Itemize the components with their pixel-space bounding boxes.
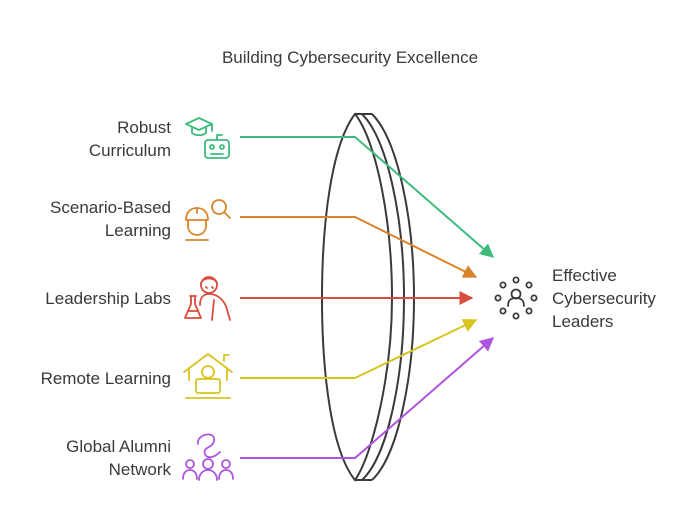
connector-arrow-scenario-based-learning [240, 216, 478, 278]
connector-arrow-robust-curriculum [240, 136, 495, 258]
connector-arrow-global-alumni-network [240, 337, 495, 459]
label-line: Global Alumni [66, 437, 171, 456]
lens-edge [355, 113, 362, 481]
graduation-robot-icon [185, 117, 230, 159]
label-line: Network [108, 460, 171, 479]
outcome-label: Effective Cybersecurity Leaders [552, 264, 656, 333]
label-line: Robust [117, 118, 171, 137]
label-line: Effective [552, 266, 617, 285]
lens-edge [362, 113, 372, 481]
input-label-leadership-labs: Leadership Labs [45, 287, 171, 310]
scientist-flask-icon [184, 276, 231, 321]
label-line: Scenario-Based [50, 198, 171, 217]
label-line: Remote Learning [40, 369, 171, 388]
input-label-scenario-based-learning: Scenario-Based Learning [50, 196, 171, 242]
connector-arrow-remote-learning [240, 319, 478, 379]
label-line: Leadership Labs [45, 289, 171, 308]
label-line: Learning [104, 221, 171, 240]
people-network-icon [494, 276, 538, 320]
input-label-remote-learning: Remote Learning [41, 367, 171, 390]
input-label-global-alumni-network: Global Alumni Network [66, 435, 171, 481]
label-line: Cybersecurity [552, 289, 656, 308]
diagram-title: Building Cybersecurity Excellence [221, 48, 479, 67]
alumni-group-icon [182, 433, 234, 481]
label-line: Curriculum [88, 141, 171, 160]
home-laptop-icon [183, 353, 233, 399]
label-line: Leaders [552, 312, 614, 331]
input-label-robust-curriculum: Robust Curriculum [89, 116, 171, 162]
worker-search-icon [185, 199, 231, 241]
